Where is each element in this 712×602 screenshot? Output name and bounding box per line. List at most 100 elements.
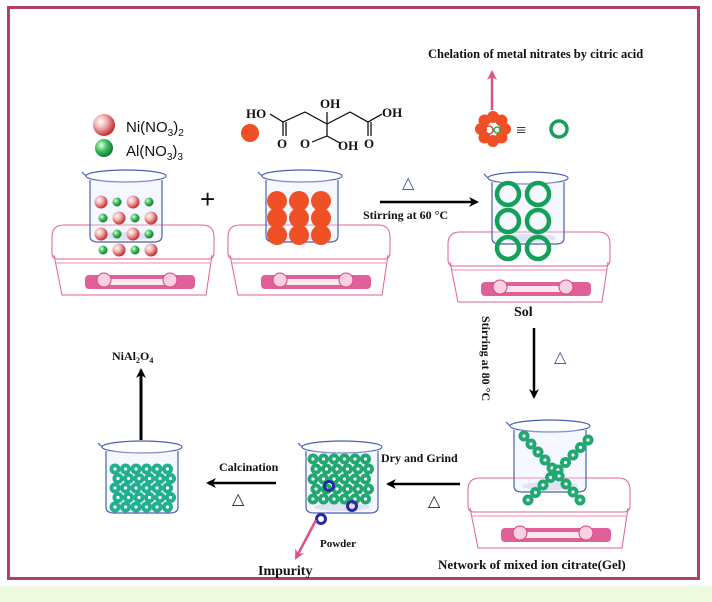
product-bead <box>133 473 145 484</box>
chelate-ring <box>494 234 522 262</box>
al-particle <box>98 245 108 255</box>
atom-o-2: O <box>300 136 310 151</box>
product-bead <box>120 463 131 475</box>
powder-bead <box>360 473 371 485</box>
bottom-strip <box>0 586 712 602</box>
ni-particle <box>94 195 108 209</box>
label-chelation: Chelation of metal nitrates by citric ac… <box>428 47 643 61</box>
legend: Ni(NO3)2 Al(NO3)3 <box>93 114 184 163</box>
chelate-ring <box>494 180 522 208</box>
powder-bead <box>307 453 319 465</box>
chelate-ring <box>524 207 552 235</box>
al-particle <box>130 245 140 255</box>
citric-acid-structure: HO OH OH O O OH O <box>241 96 402 153</box>
label-dry-grind: Dry and Grind <box>381 451 458 465</box>
beaker-powder <box>297 440 383 525</box>
powder-bead <box>331 463 343 475</box>
al-particle <box>130 213 140 223</box>
atom-ho-left: HO <box>246 106 266 121</box>
al-center <box>493 126 501 134</box>
product-bead <box>112 492 124 503</box>
product-bead <box>162 482 173 494</box>
product-bead <box>165 492 176 503</box>
beaker-product <box>97 440 183 514</box>
powder-bead <box>342 463 353 475</box>
beaker-sol <box>483 171 569 262</box>
powder-bead <box>310 483 322 495</box>
label-gel: Network of mixed ion citrate(Gel) <box>438 557 626 572</box>
atom-oh-right: OH <box>382 105 402 120</box>
powder-bead <box>321 463 332 475</box>
product-bead <box>112 473 124 484</box>
citrate-petal <box>495 114 508 127</box>
citrate-particle <box>267 208 287 228</box>
arrow-impurity <box>294 519 318 560</box>
citrate-particle <box>289 208 309 228</box>
ni-particle <box>126 227 140 241</box>
powder-bead <box>349 473 361 485</box>
chelate-ring-icon <box>549 119 569 139</box>
product-bead <box>141 463 152 475</box>
citrate-particle <box>289 225 309 245</box>
al-nitrate-sphere-icon <box>95 139 113 157</box>
product-bead <box>162 463 173 475</box>
citrate-particle <box>267 225 287 245</box>
chelate-ring <box>524 234 552 262</box>
powder-bead <box>328 453 340 465</box>
powder-bead <box>310 463 322 475</box>
product-bead <box>130 482 142 494</box>
citric-acid-symbol-icon <box>241 124 259 142</box>
product-bead <box>120 501 131 513</box>
al-particle <box>98 213 108 223</box>
product-bead <box>165 473 176 484</box>
product-bead <box>144 473 155 484</box>
ni-particle <box>144 211 158 225</box>
citrate-particle <box>311 225 331 245</box>
al-particle <box>112 197 122 207</box>
atom-o-3: O <box>364 136 374 151</box>
citrate-particle <box>311 191 331 211</box>
product-bead <box>109 463 121 475</box>
powder-bead <box>318 493 329 505</box>
chelate-ring <box>494 207 522 235</box>
product-bead <box>120 482 131 494</box>
powder-bead <box>328 493 340 505</box>
citrate-particle <box>289 191 309 211</box>
product-bead <box>154 473 166 484</box>
legend-label-ni: Ni(NO3)2 <box>126 119 184 139</box>
heat-triangle-icon: △ <box>232 491 245 508</box>
label-powder: Powder <box>320 538 356 550</box>
plus-sign: + <box>200 184 215 214</box>
powder-bead <box>318 453 329 465</box>
powder-bead <box>342 483 353 495</box>
ni-nitrate-sphere-icon <box>93 114 115 136</box>
atom-oh-bottom: OH <box>338 138 358 153</box>
ni-particle <box>112 211 126 225</box>
product-bead <box>154 492 166 503</box>
powder-bead <box>307 473 319 485</box>
label-calcination: Calcination <box>219 460 279 474</box>
ni-particle <box>144 243 158 257</box>
label-sol: Sol <box>514 305 533 320</box>
impurity-particle <box>315 513 327 525</box>
ni-particle <box>112 243 126 257</box>
atom-oh-top: OH <box>320 96 340 111</box>
heat-triangle-icon: △ <box>402 175 415 192</box>
beaker-citric-acid <box>257 169 343 245</box>
gel-bead <box>522 494 534 506</box>
product-bead <box>162 501 173 513</box>
ni-particle <box>94 227 108 241</box>
product-bead <box>130 501 142 513</box>
powder-bead <box>363 463 374 475</box>
powder-bead <box>352 483 364 495</box>
powder-bead <box>307 493 319 505</box>
chelate-ring <box>524 180 552 208</box>
product-bead <box>130 463 142 475</box>
product-bead <box>151 501 163 513</box>
atom-o-1: O <box>277 136 287 151</box>
powder-bead <box>360 493 371 505</box>
al-particle <box>112 229 122 239</box>
powder-bead <box>363 483 374 495</box>
al-particle <box>144 229 154 239</box>
product-bead <box>109 501 121 513</box>
